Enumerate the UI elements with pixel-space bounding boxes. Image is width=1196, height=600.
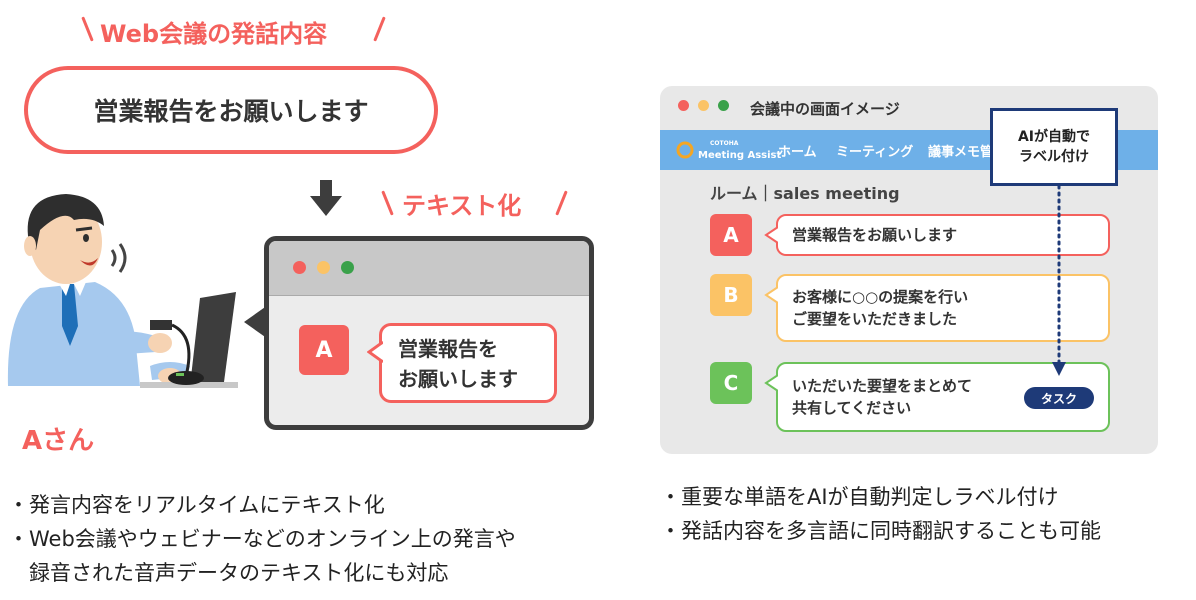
logo-small-text: COTOHA (710, 140, 739, 147)
speaker-badge-a: A (299, 325, 349, 375)
transcript-line: 営業報告を (398, 337, 498, 361)
bubble-pointer (764, 374, 778, 392)
bullet-item: ・発言内容をリアルタイムにテキスト化 (8, 493, 385, 517)
speaker-badge-b: B (710, 274, 752, 316)
web-meeting-label: Web会議の発話内容 (100, 20, 328, 48)
down-arrow-icon (310, 180, 342, 216)
bullet-item: ・Web会議やウェビナーなどのオンライン上の発言や (8, 527, 516, 551)
app-logo: COTOHA Meeting Assist (698, 139, 781, 161)
message-text: ご要望をいただきました (792, 310, 958, 328)
message-text: 営業報告をお願いします (792, 226, 958, 244)
left-bullet-list: ・発言内容をリアルタイムにテキスト化 ・Web会議やウェビナーなどのオンライン上… (8, 488, 516, 590)
emphasis-tick (373, 16, 386, 42)
message-text: お客様に○○の提案を行い (792, 288, 969, 306)
minimize-dot-icon (317, 261, 330, 274)
speaker-badge-c: C (710, 362, 752, 404)
window-titlebar (269, 241, 589, 296)
nav-minutes[interactable]: 議事メモ管 (928, 145, 994, 160)
maximize-dot-icon (341, 261, 354, 274)
nav-home[interactable]: ホーム (778, 145, 817, 160)
nav-meeting[interactable]: ミーティング (836, 145, 914, 160)
emphasis-tick (555, 190, 568, 216)
bubble-pointer (367, 341, 383, 363)
bullet-item: ・重要な単語をAIが自動判定しラベル付け (660, 485, 1059, 509)
close-dot-icon (293, 261, 306, 274)
minimize-dot-icon (698, 100, 709, 111)
speaker-badge-a: A (710, 214, 752, 256)
text-conversion-label: テキスト化 (402, 192, 522, 220)
window-pointer (244, 305, 268, 339)
message-a-bubble: 営業報告をお願いします (776, 214, 1110, 256)
right-bullet-list: ・重要な単語をAIが自動判定しラベル付け ・発話内容を多言語に同時翻訳することも… (660, 480, 1101, 548)
person-illustration (7, 194, 238, 388)
maximize-dot-icon (718, 100, 729, 111)
logo-main-text: Meeting Assist (698, 150, 782, 161)
bullet-item: 録音された音声データのテキスト化にも対応 (8, 561, 449, 585)
transcript-line: お願いします (398, 367, 518, 391)
callout-line: AIが自動で (1017, 129, 1091, 145)
speech-text: 営業報告をお願いします (93, 97, 369, 126)
bubble-pointer (764, 226, 778, 244)
task-label-badge: タスク (1024, 387, 1094, 409)
ai-label-callout: AIが自動で ラベル付け (990, 108, 1118, 186)
screen-title: 会議中の画面イメージ (750, 100, 900, 118)
bubble-pointer (764, 286, 778, 304)
transcript-bubble: 営業報告を お願いします (379, 323, 557, 403)
speaker-name: Aさん (22, 426, 95, 456)
message-text: 共有してください (792, 399, 912, 417)
message-b-bubble: お客様に○○の提案を行い ご要望をいただきました (776, 274, 1110, 342)
dotted-arrow (1052, 186, 1066, 376)
close-dot-icon (678, 100, 689, 111)
emphasis-tick (381, 190, 394, 216)
speech-bubble: 営業報告をお願いします (24, 66, 438, 154)
bullet-item: ・発話内容を多言語に同時翻訳することも可能 (660, 519, 1101, 543)
callout-line: ラベル付け (1019, 149, 1089, 165)
logo-icon (676, 141, 694, 159)
message-text: いただいた要望をまとめて (792, 377, 973, 395)
room-label: ルーム｜sales meeting (710, 184, 900, 203)
emphasis-tick (81, 16, 94, 42)
transcription-window: A 営業報告を お願いします (264, 236, 594, 430)
